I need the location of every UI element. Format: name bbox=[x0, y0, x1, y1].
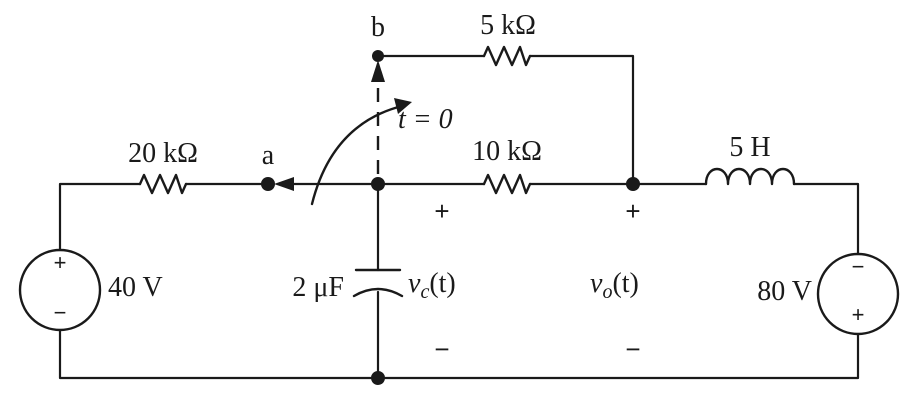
node-vo-dot bbox=[626, 177, 640, 191]
resistor-20k bbox=[138, 173, 188, 195]
label-r-5k: 5 kΩ bbox=[480, 10, 536, 41]
resistor-5k bbox=[482, 45, 532, 67]
label-r-20k: 20 kΩ bbox=[128, 138, 198, 169]
voltage-source-40v: + − bbox=[18, 248, 102, 332]
label-capacitor: 2 μF bbox=[292, 272, 344, 303]
node-ground-dot bbox=[371, 371, 385, 385]
wire-right-top bbox=[792, 182, 860, 256]
vo-minus: − bbox=[625, 334, 640, 364]
wire-bottom bbox=[58, 328, 860, 380]
source-left-plus: + bbox=[54, 250, 67, 275]
switch-arrow-b bbox=[371, 60, 385, 82]
label-vo: vo(t) bbox=[590, 268, 639, 303]
vc-minus: − bbox=[434, 334, 449, 364]
label-switch-time: t = 0 bbox=[398, 104, 453, 135]
label-vo-var: v bbox=[590, 268, 603, 299]
wire-5k-to-vo bbox=[528, 54, 635, 186]
node-pole-dot bbox=[371, 177, 385, 191]
voltage-source-80v: − + bbox=[816, 252, 900, 336]
label-node-a: a bbox=[262, 140, 275, 171]
capacitor-2uf bbox=[352, 268, 404, 298]
label-inductor: 5 H bbox=[729, 132, 770, 163]
switch-arrow-a bbox=[274, 177, 294, 191]
label-vc-arg: (t) bbox=[429, 268, 455, 299]
wire-left-top bbox=[58, 182, 142, 252]
wires bbox=[58, 54, 860, 380]
switch-motion-arrowhead bbox=[394, 98, 412, 114]
label-vc: vc(t) bbox=[408, 268, 456, 303]
inductor-5h bbox=[704, 167, 796, 186]
source-right-plus: + bbox=[852, 302, 865, 327]
label-vo-arg: (t) bbox=[612, 268, 638, 299]
source-right-minus: − bbox=[852, 254, 865, 279]
vo-plus: + bbox=[625, 196, 640, 226]
resistor-10k bbox=[482, 173, 532, 195]
label-source-40v: 40 V bbox=[108, 272, 163, 303]
node-b-dot bbox=[372, 50, 384, 62]
source-left-minus: − bbox=[54, 300, 67, 325]
label-vc-sub: c bbox=[420, 281, 429, 303]
label-source-80v: 80 V bbox=[757, 276, 812, 307]
label-vc-var: v bbox=[408, 268, 421, 299]
label-vo-sub: o bbox=[602, 281, 612, 303]
switch bbox=[274, 60, 412, 206]
vc-plus: + bbox=[434, 196, 449, 226]
label-node-b: b bbox=[371, 12, 385, 43]
label-r-10k: 10 kΩ bbox=[472, 136, 542, 167]
switch-motion-arc bbox=[310, 104, 404, 206]
node-a-dot bbox=[261, 177, 275, 191]
